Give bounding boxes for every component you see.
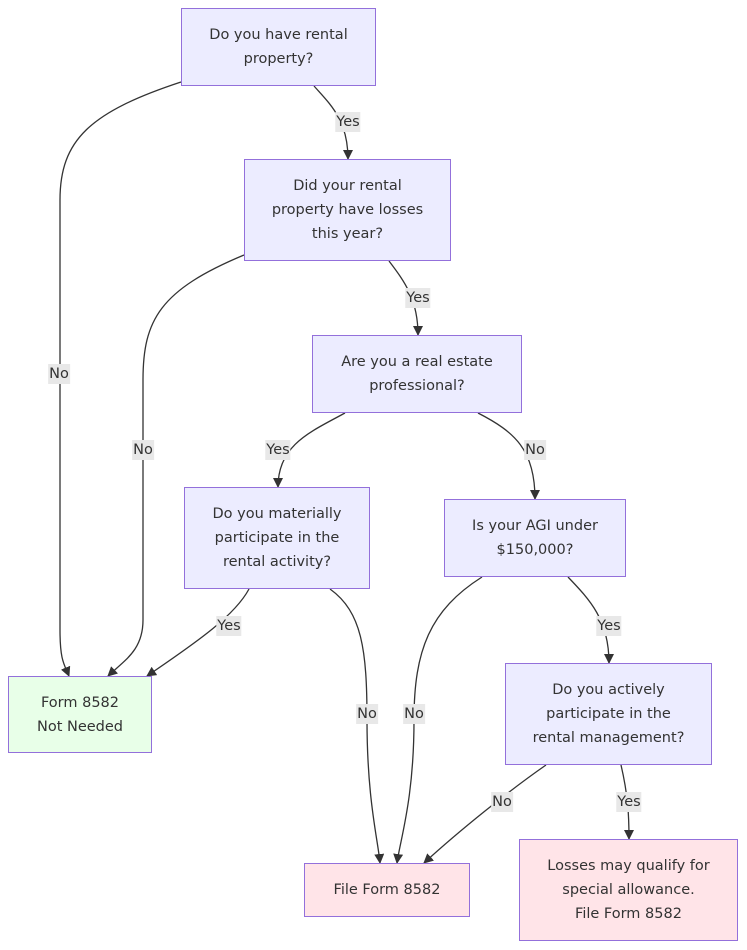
edge-label-yes: Yes [335, 112, 361, 132]
node-q-active: Do you actively participate in the rental … [505, 663, 712, 765]
node-r-file: File Form 8582 [304, 863, 470, 917]
node-text-line: File Form 8582 [575, 906, 682, 922]
edge-label-no: No [524, 440, 546, 460]
node-text-line: File Form 8582 [333, 882, 441, 898]
node-text-line: Are you a real estate [341, 354, 493, 370]
node-q-material: Do you materially participate in the renta… [184, 487, 370, 589]
edge-label-no: No [48, 364, 70, 384]
node-r-allowance: Losses may qualify for special allowance.… [519, 839, 738, 941]
node-text-line: Do you materially [212, 506, 342, 522]
node-text-line: participate in the [214, 530, 340, 546]
edge-label-yes: Yes [265, 440, 291, 460]
edge-label-no: No [356, 704, 378, 724]
node-q-rental: Do you have rental property? [181, 8, 376, 86]
node-text-line: participate in the [546, 706, 671, 722]
node-q-agi: Is your AGI under $150,000? [444, 499, 626, 577]
edge-q_material-to-r_not_needed [146, 588, 250, 677]
node-text-line: this year? [311, 226, 384, 242]
node-text-line: Do you have rental [209, 27, 348, 43]
edge-label-yes: Yes [596, 616, 622, 636]
node-text-line: rental activity? [222, 554, 332, 570]
node-text-line: $150,000? [496, 542, 574, 558]
edge-label-yes: Yes [616, 792, 642, 812]
edge-label-no: No [491, 792, 513, 812]
edge-q_active-to-r_file [423, 764, 547, 864]
node-q-professional: Are you a real estate professional? [312, 335, 522, 413]
node-text-line: property? [243, 51, 314, 67]
edge-q_agi-to-q_active [567, 576, 614, 664]
edge-q_rental-to-r_not_needed [59, 81, 182, 677]
node-text-line: Losses may qualify for [547, 858, 710, 874]
node-text-line: Not Needed [36, 718, 124, 735]
node-text-line: special allowance. [562, 882, 695, 898]
node-text-line: Form 8582 [40, 694, 120, 711]
node-text-line: rental management? [532, 730, 685, 746]
node-text-line: Do you actively [552, 682, 665, 698]
edge-q_losses-to-r_not_needed [107, 254, 245, 677]
edge-label-yes: Yes [405, 288, 431, 308]
edge-label-no: No [132, 440, 154, 460]
edge-label-no: No [403, 704, 425, 724]
node-text-line: Is your AGI under [472, 518, 598, 534]
node-text-line: professional? [369, 378, 465, 394]
node-text-line: property have losses [271, 202, 424, 218]
edge-q_material-to-r_file [329, 588, 385, 864]
edge-q_professional-to-q_material [273, 412, 346, 488]
edge-q_professional-to-q_agi [477, 412, 540, 500]
node-text-line: Did your rental [293, 178, 402, 194]
node-q-losses: Did your rental property have losses this … [244, 159, 451, 261]
edge-label-yes: Yes [216, 616, 242, 636]
